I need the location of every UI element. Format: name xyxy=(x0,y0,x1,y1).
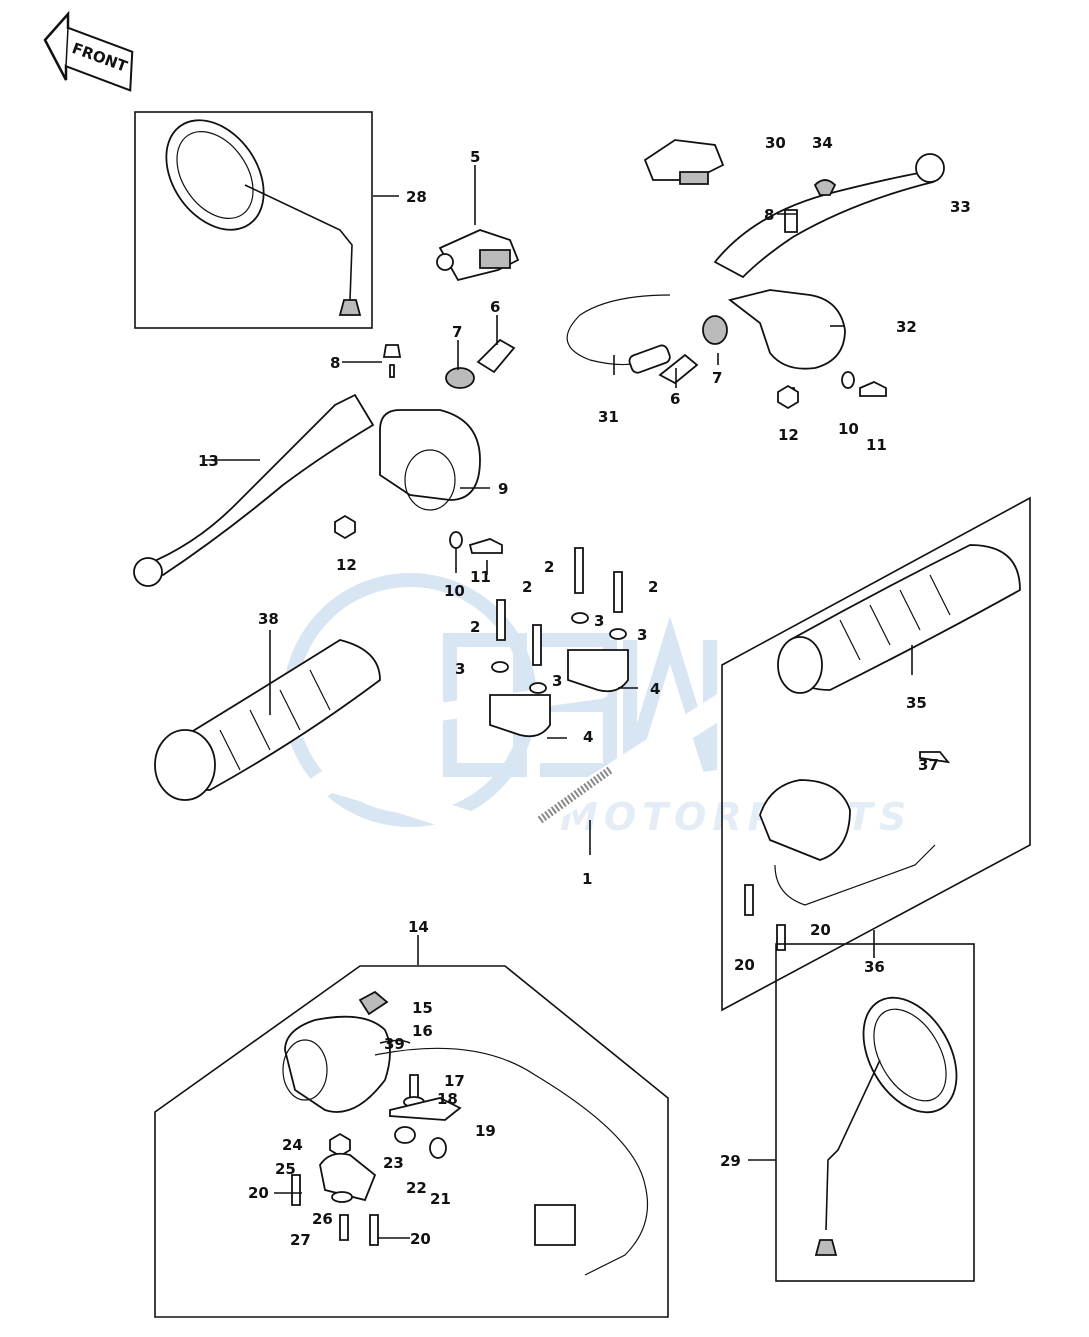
callout-labels: 1 2 2 2 2 3 3 3 3 4 4 5 6 6 7 7 8 8 9 10… xyxy=(198,134,971,1249)
callout-19: 19 xyxy=(475,1122,496,1140)
callout-20: 20 xyxy=(734,956,755,974)
clamp-part-4 xyxy=(489,649,629,738)
callout-34: 34 xyxy=(812,134,833,152)
callout-30: 30 xyxy=(765,134,786,152)
callout-20: 20 xyxy=(410,1230,431,1248)
callout-26: 26 xyxy=(312,1210,333,1228)
callout-29: 29 xyxy=(720,1152,741,1170)
callout-38: 38 xyxy=(258,610,279,628)
callout-3: 3 xyxy=(637,626,647,644)
switch-assembly-14 xyxy=(154,965,669,1318)
callout-22: 22 xyxy=(406,1179,427,1197)
callout-33: 33 xyxy=(950,198,971,216)
callout-7: 7 xyxy=(712,369,722,387)
callout-37: 37 xyxy=(918,756,939,774)
throttle-assembly-36 xyxy=(721,496,1031,1012)
callout-2: 2 xyxy=(522,578,532,596)
switch-part-30 xyxy=(643,139,725,185)
callout-12: 12 xyxy=(778,426,799,444)
callout-28: 28 xyxy=(406,188,427,206)
callout-5: 5 xyxy=(470,148,480,166)
callout-2: 2 xyxy=(470,618,480,636)
callout-32: 32 xyxy=(896,318,917,336)
leader-lines xyxy=(205,165,913,1239)
callout-12: 12 xyxy=(336,556,357,574)
front-direction-arrow: FRONT xyxy=(43,10,134,92)
callout-3: 3 xyxy=(594,612,604,630)
callout-10: 10 xyxy=(838,420,859,438)
mirror-29-assembly xyxy=(775,943,975,1282)
callout-1: 1 xyxy=(582,870,592,888)
callout-2: 2 xyxy=(648,578,658,596)
callout-24: 24 xyxy=(282,1136,303,1154)
lever-part-33 xyxy=(713,153,945,279)
callout-20: 20 xyxy=(810,921,831,939)
grip-part-38 xyxy=(154,639,381,801)
callout-6: 6 xyxy=(490,298,500,316)
callout-17: 17 xyxy=(444,1072,465,1090)
callout-8: 8 xyxy=(330,354,340,372)
callout-31: 31 xyxy=(598,408,619,426)
callout-6: 6 xyxy=(670,390,680,408)
clamp-bolts-2-washers-3 xyxy=(491,547,627,694)
callout-15: 15 xyxy=(412,999,433,1017)
callout-2: 2 xyxy=(544,558,554,576)
callout-3: 3 xyxy=(455,660,465,678)
callout-11: 11 xyxy=(866,436,887,454)
hardware-10-11-12-left xyxy=(334,514,503,554)
adjuster-parts-6-7-left xyxy=(382,338,516,389)
callout-4: 4 xyxy=(650,680,660,698)
callout-18: 18 xyxy=(437,1090,458,1108)
switch-part-5 xyxy=(436,229,520,282)
watermark-text: MOTORPARTS xyxy=(560,795,912,839)
callout-36: 36 xyxy=(864,958,885,976)
watermark: MOTORPARTS xyxy=(283,573,912,839)
hardware-10-11-12-right xyxy=(777,371,887,410)
lever-part-13 xyxy=(133,393,375,587)
callout-14: 14 xyxy=(408,918,429,936)
callout-16: 16 xyxy=(412,1022,433,1040)
mirror-28-assembly xyxy=(134,111,373,329)
callout-23: 23 xyxy=(383,1154,404,1172)
callout-21: 21 xyxy=(430,1190,451,1208)
callout-39: 39 xyxy=(384,1035,405,1053)
callout-13: 13 xyxy=(198,452,219,470)
callout-27: 27 xyxy=(290,1231,311,1249)
callout-7: 7 xyxy=(452,323,462,341)
callout-8: 8 xyxy=(764,206,774,224)
callout-25: 25 xyxy=(275,1160,296,1178)
cable-31 xyxy=(566,294,728,385)
callout-3: 3 xyxy=(552,672,562,690)
callout-20: 20 xyxy=(248,1184,269,1202)
callout-35: 35 xyxy=(906,694,927,712)
callout-11: 11 xyxy=(470,568,491,586)
callout-10: 10 xyxy=(444,582,465,600)
lever-housing-9 xyxy=(379,409,481,511)
callout-4: 4 xyxy=(583,728,593,746)
callout-9: 9 xyxy=(498,480,508,498)
